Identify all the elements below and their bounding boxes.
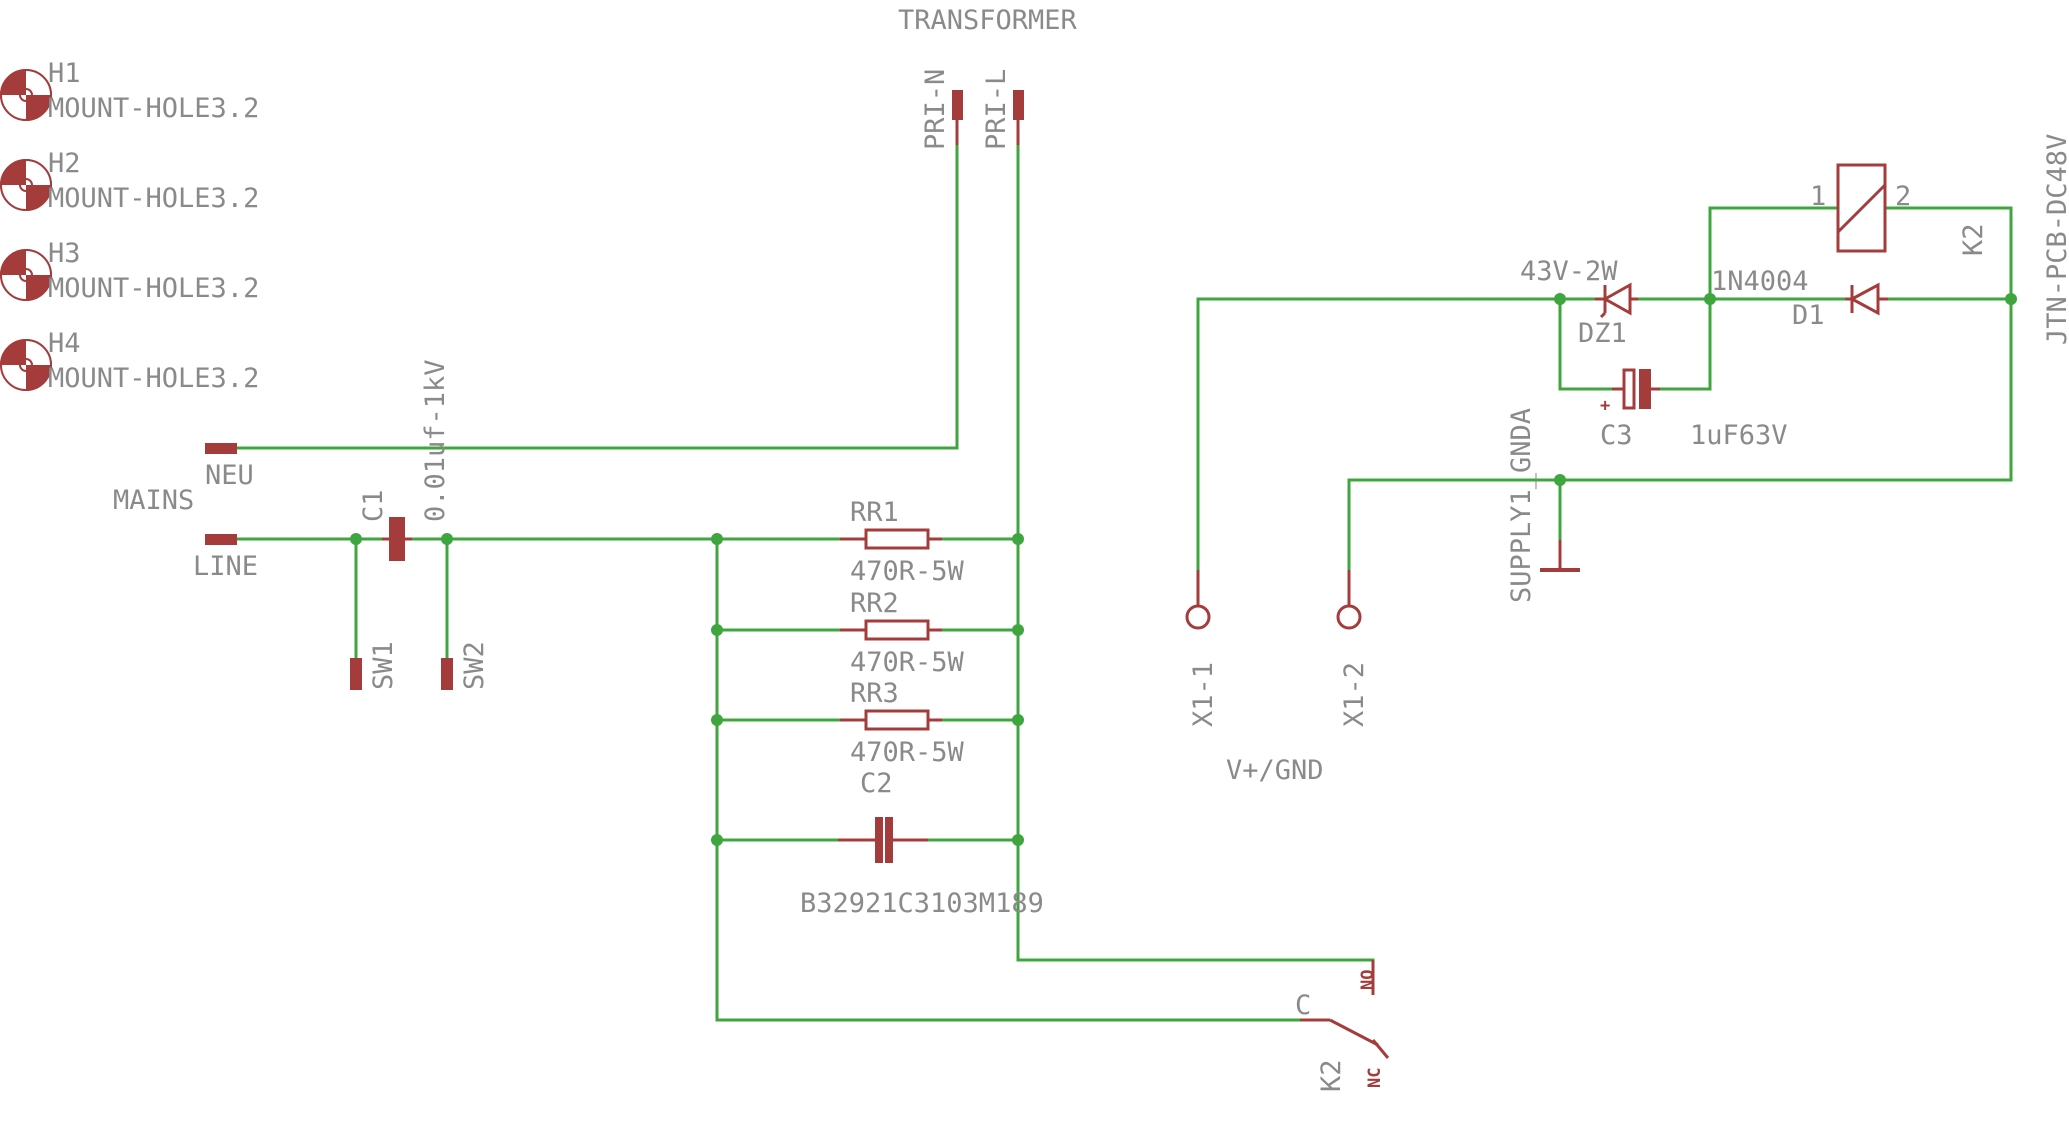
h1-value: MOUNT-HOLE3.2 — [48, 93, 259, 124]
pri-n-pad — [952, 90, 963, 120]
neu-label: NEU — [205, 460, 254, 491]
c3-value: 1uF63V — [1690, 420, 1788, 451]
relay-no-label: NO — [1358, 970, 1378, 990]
mount-hole-h1 — [0, 69, 52, 121]
coil-pin1: 1 — [1810, 181, 1826, 212]
d1-name: D1 — [1792, 300, 1825, 331]
resistor-rr1 — [840, 528, 942, 550]
capacitor-c1 — [382, 517, 412, 561]
junctions — [350, 293, 2017, 846]
line-pad — [205, 534, 237, 545]
h1-name: H1 — [48, 58, 81, 89]
dz1-value: 43V-2W — [1520, 256, 1618, 287]
dz1-name: DZ1 — [1578, 318, 1627, 349]
x1-2-label: X1-2 — [1339, 662, 1370, 727]
neu-pad — [205, 443, 237, 454]
sw1-pad — [350, 658, 362, 690]
c1-value: 0.01uf-1kV — [420, 359, 451, 522]
mount-hole-h4 — [0, 339, 52, 391]
pri-l-pad — [1013, 90, 1024, 120]
h2-name: H2 — [48, 148, 81, 179]
c3-name: C3 — [1600, 420, 1633, 451]
h4-name: H4 — [48, 328, 81, 359]
supply-label: SUPPLY1_GNDA — [1506, 408, 1537, 603]
h3-name: H3 — [48, 238, 81, 269]
sw2-pad — [441, 658, 453, 690]
capacitor-c2 — [838, 817, 928, 863]
rr1-value: 470R-5W — [850, 556, 965, 587]
h4-value: MOUNT-HOLE3.2 — [48, 363, 259, 394]
c3-polarity: + — [1600, 396, 1610, 416]
rr3-value: 470R-5W — [850, 737, 965, 768]
coil-value: JTN-PCB-DC48V — [2042, 134, 2069, 345]
rr3-name: RR3 — [850, 678, 899, 709]
coil-pin2: 2 — [1895, 181, 1911, 212]
relay-contact-k2 — [1300, 960, 1390, 1059]
h3-value: MOUNT-HOLE3.2 — [48, 273, 259, 304]
transformer-label: TRANSFORMER — [898, 5, 1078, 36]
rr2-value: 470R-5W — [850, 647, 965, 678]
coil-name: K2 — [1958, 223, 1989, 256]
rr1-name: RR1 — [850, 497, 899, 528]
rr2-name: RR2 — [850, 588, 899, 619]
c2-name: C2 — [860, 768, 893, 799]
ground-symbol — [1540, 540, 1580, 572]
relay-nc-label: NC — [1365, 1068, 1385, 1088]
x1-1-label: X1-1 — [1188, 662, 1219, 727]
h2-value: MOUNT-HOLE3.2 — [48, 183, 259, 214]
capacitor-c3 — [1612, 368, 1660, 410]
resistor-rr3 — [840, 709, 942, 731]
mount-hole-h3 — [0, 249, 52, 301]
pri-n-label: PRI-N — [920, 69, 951, 150]
sw2-label: SW2 — [459, 641, 490, 690]
pri-l-label: PRI-L — [981, 69, 1012, 150]
c1-name: C1 — [358, 489, 389, 522]
diode-d1 — [1845, 282, 1888, 316]
connector-x1 — [1185, 570, 1362, 630]
relay-coil-k2 — [1836, 163, 1887, 253]
relay-contact-name: K2 — [1316, 1059, 1347, 1092]
connector-label: V+/GND — [1226, 755, 1324, 786]
mount-hole-h2 — [0, 159, 52, 211]
line-label: LINE — [193, 551, 258, 582]
sw1-label: SW1 — [368, 641, 399, 690]
zener-dz1 — [1595, 282, 1638, 319]
relay-c-label: C — [1295, 990, 1311, 1021]
c2-value: B32921C3103M189 — [800, 888, 1044, 919]
mains-label: MAINS — [113, 485, 194, 516]
d1-value: 1N4004 — [1711, 266, 1809, 297]
resistor-rr2 — [840, 619, 942, 641]
